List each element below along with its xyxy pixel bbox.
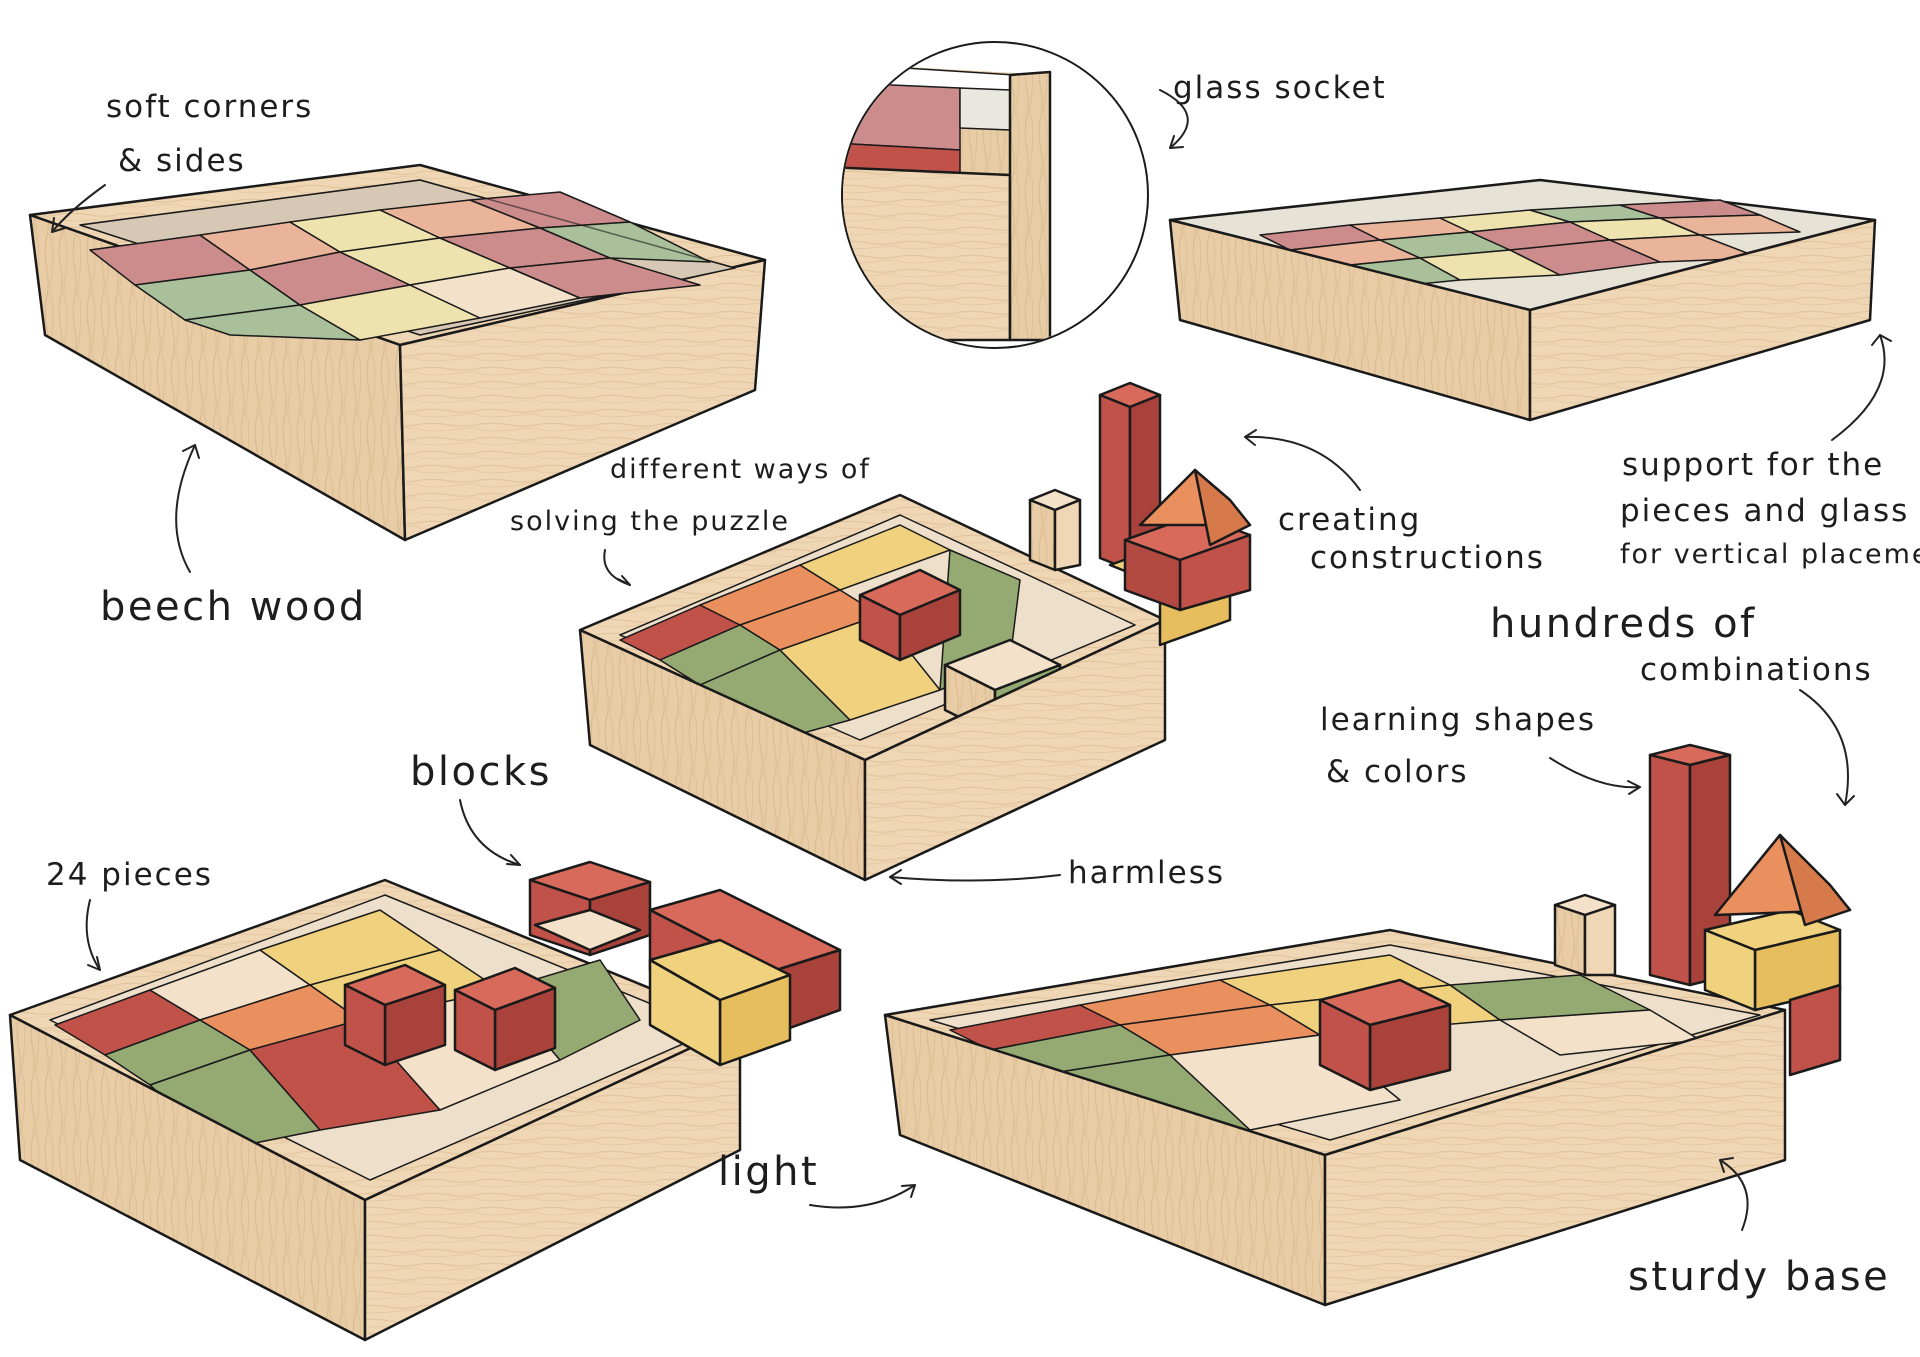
creating-label: creating (1278, 502, 1421, 538)
soft-sides-label: & sides (118, 143, 246, 179)
tray-glass-covered (28, 163, 767, 542)
bottom-right-red-block (1318, 978, 1452, 1092)
tray-center-construction (578, 381, 1252, 882)
loose-blocks (528, 860, 842, 1067)
tray-glass-pieces (89, 191, 711, 341)
soft-corners-label: soft corners (106, 89, 313, 125)
center-red-cube (858, 568, 962, 662)
tray-vertical-support (1168, 178, 1877, 422)
support-label-1: support for the (1622, 447, 1884, 483)
glass-socket-detail (841, 41, 1149, 349)
light-label: light (718, 1149, 819, 1195)
support-label-2: pieces and glass (1620, 493, 1909, 529)
support-label-3: for vertical placement (1620, 539, 1920, 570)
glass-socket-label: glass socket (1173, 70, 1387, 106)
annotation-arrows (51, 89, 1892, 1231)
tray-bottom-right (883, 743, 1852, 1307)
combinations-label: combinations (1640, 652, 1873, 688)
tray-right-pieces (1259, 199, 1801, 291)
annotations: soft corners & sides beech wood glass so… (46, 70, 1920, 1300)
construction-stack (1028, 381, 1252, 647)
tray-bottom-left (8, 860, 842, 1342)
sturdy-base-label: sturdy base (1628, 1254, 1890, 1300)
bottom-left-blocks (343, 963, 557, 1072)
different-ways-label: different ways of (610, 454, 871, 485)
learning-shapes-label: learning shapes (1320, 702, 1596, 738)
solving-puzzle-label: solving the puzzle (510, 506, 790, 537)
constructions-label: constructions (1310, 540, 1545, 576)
beech-wood-label: beech wood (100, 584, 367, 630)
hundreds-label: hundreds of (1490, 601, 1757, 647)
pieces-label: 24 pieces (46, 857, 213, 893)
harmless-label: harmless (1068, 855, 1225, 891)
colors-label: & colors (1326, 754, 1469, 790)
bottom-right-stack (1553, 743, 1852, 1077)
blocks-label: blocks (410, 749, 552, 795)
